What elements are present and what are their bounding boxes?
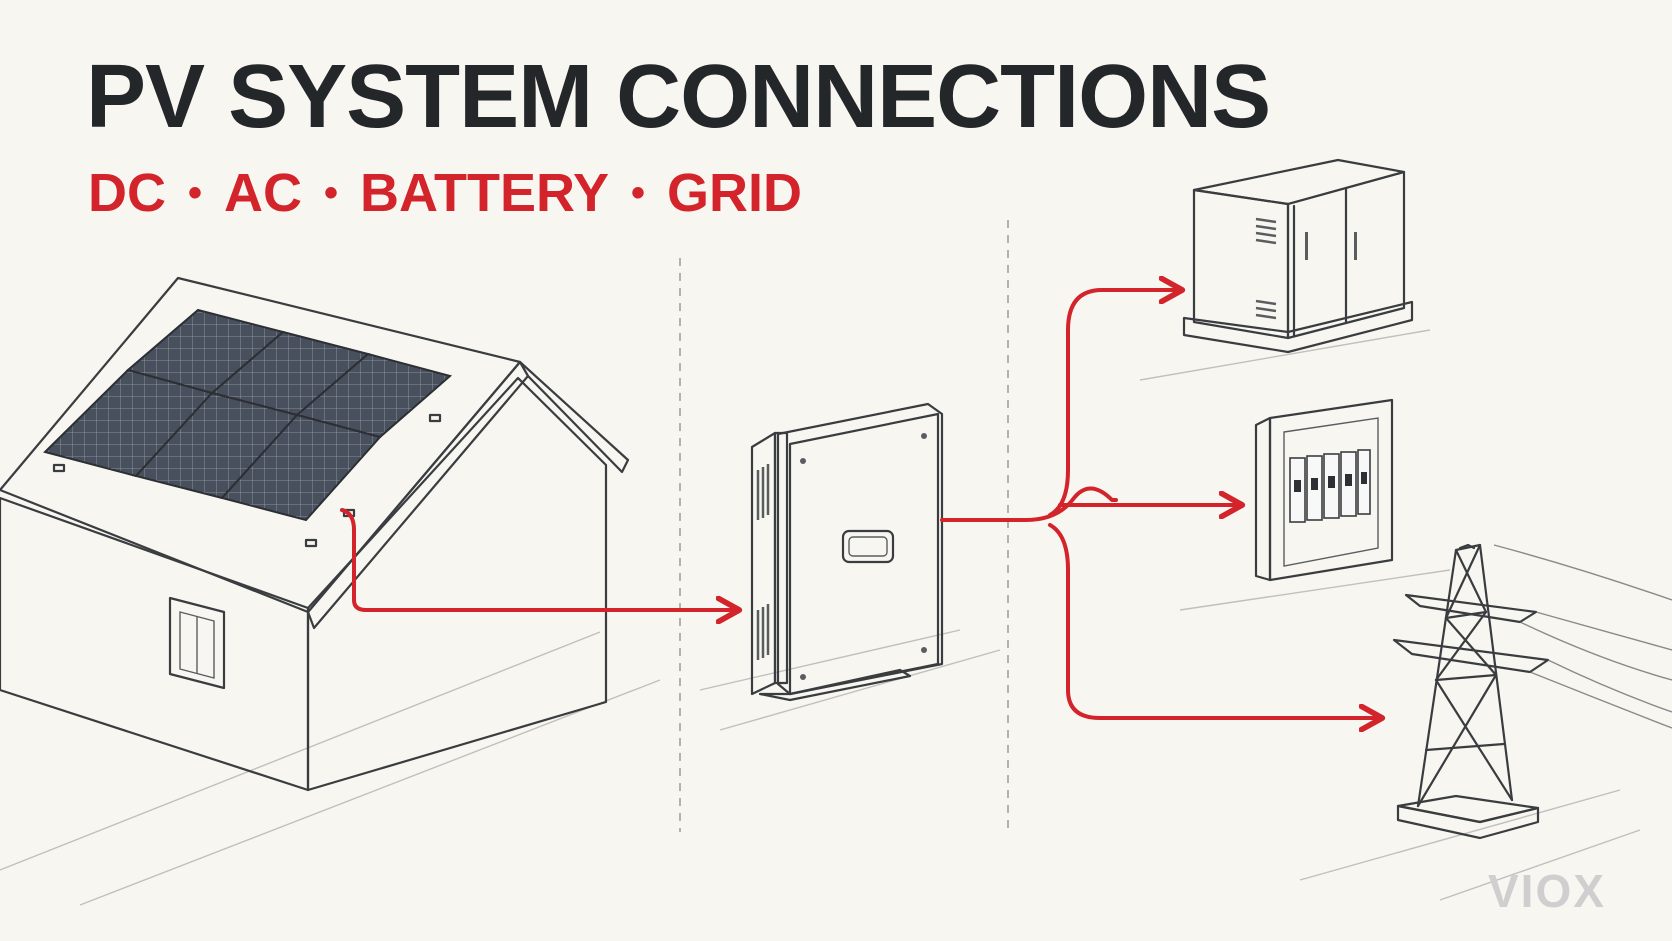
inverter-icon: [750, 402, 944, 702]
subtitle-separator: •: [188, 171, 203, 215]
breaker-panel-icon: [1254, 398, 1394, 582]
subtitle-grid: GRID: [667, 163, 803, 223]
viox-logo: VIOX: [1488, 865, 1606, 917]
ac-trunk-wire: [940, 486, 1118, 522]
battery-wire: [1048, 290, 1180, 517]
diagram-title: PV SYSTEM CONNECTIONS: [86, 47, 1271, 147]
ground-lines: [0, 329, 1641, 906]
house-with-solar-panels-icon: [0, 276, 630, 792]
transmission-tower-icon: [1392, 543, 1672, 840]
grid-wire: [1048, 523, 1380, 718]
subtitle-dc: DC: [88, 163, 166, 223]
subtitle-separator: •: [631, 171, 646, 215]
subtitle-separator: •: [324, 171, 339, 215]
subtitle-ac: AC: [224, 163, 303, 223]
dc-wire: [340, 508, 737, 610]
diagram-subtitle: DC • AC • BATTERY • GRID: [88, 166, 802, 220]
battery-cabinet-icon: [1182, 158, 1414, 354]
subtitle-battery: BATTERY: [360, 163, 610, 223]
